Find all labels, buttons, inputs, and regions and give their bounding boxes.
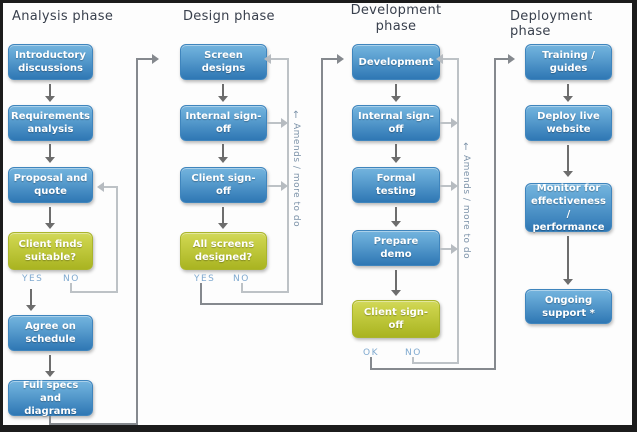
flow-arrow-down-icon xyxy=(391,144,401,163)
phase-title-design: Design phase xyxy=(183,9,275,24)
connector-no-loop xyxy=(104,186,117,188)
connector-amends-loop-dev xyxy=(443,58,457,60)
step-deploy-live-website: Deploy live website xyxy=(525,105,612,141)
arrowhead-left-icon xyxy=(97,182,104,192)
connector-demo-to-amends xyxy=(440,248,451,250)
branch-label-yes-analysis: YES xyxy=(22,274,44,284)
arrowhead-right-icon xyxy=(451,118,458,128)
arrowhead-right-icon xyxy=(508,54,515,64)
flow-arrow-down-icon xyxy=(563,236,573,285)
phase-title-analysis: Analysis phase xyxy=(12,9,114,24)
step-full-specs-and-diagrams: Full specs and diagrams xyxy=(8,380,93,417)
branch-label-no-design: NO xyxy=(233,274,250,284)
arrowhead-right-icon xyxy=(337,54,344,64)
step-agree-on-schedule: Agree on schedule xyxy=(8,315,93,351)
connector-no-loop xyxy=(116,186,118,293)
connector-development-to-deployment xyxy=(370,357,372,370)
flow-arrow-down-icon xyxy=(391,84,401,102)
connector-no-loop xyxy=(70,291,118,293)
arrowhead-right-icon xyxy=(281,118,288,128)
step-requirements-analysis: Requirements analysis xyxy=(8,105,93,141)
connector-no-loop xyxy=(412,362,459,364)
connector-analysis-to-design xyxy=(49,423,138,425)
flow-arrow-down-icon xyxy=(218,207,228,229)
flow-arrow-down-icon xyxy=(45,355,55,377)
step-training-guides: Training / guides xyxy=(525,44,612,80)
up-arrow-icon: ↑ xyxy=(461,142,471,153)
flow-arrow-down-icon xyxy=(563,84,573,102)
branch-label-ok-development: OK xyxy=(363,348,379,358)
step-formal-testing: Formal testing xyxy=(352,167,440,203)
connector-no-loop xyxy=(241,291,289,293)
flow-arrow-down-icon xyxy=(45,144,55,163)
loop-label-development: ↑ Amends / more to do xyxy=(461,142,471,260)
connector-design-to-development xyxy=(200,283,202,305)
arrowhead-right-icon xyxy=(451,181,458,191)
step-internal-sign-off-dev: Internal sign-off xyxy=(352,105,440,141)
decision-client-finds-suitable: Client finds suitable? xyxy=(8,232,93,270)
step-development: Development xyxy=(352,44,440,80)
flow-arrow-down-icon xyxy=(218,144,228,163)
connector-amends-loop-design xyxy=(287,58,289,293)
connector-development-to-deployment xyxy=(494,58,508,60)
connector-signoff-to-amends xyxy=(440,122,451,124)
step-screen-designs: Screen designs xyxy=(180,44,267,80)
connector-no-loop xyxy=(70,283,72,293)
branch-label-yes-design: YES xyxy=(194,274,216,284)
connector-design-to-development xyxy=(200,303,323,305)
loop-label-design: ↑ Amends / more to do xyxy=(291,110,301,228)
connector-signoff-to-amends xyxy=(267,185,281,187)
connector-amends-loop-design xyxy=(271,58,287,60)
arrowhead-right-icon xyxy=(281,181,288,191)
connector-analysis-to-design xyxy=(49,416,51,425)
arrowhead-right-icon xyxy=(451,244,458,254)
step-monitor-effectiveness: Monitor for effectiveness / performance xyxy=(525,183,612,233)
step-client-sign-off-design: Client sign-off xyxy=(180,167,267,203)
connector-no-loop xyxy=(412,357,414,364)
branch-label-no-analysis: NO xyxy=(63,274,80,284)
connector-no-loop xyxy=(241,283,243,293)
decision-client-sign-off-dev: Client sign-off xyxy=(352,300,440,338)
arrowhead-right-icon xyxy=(152,54,159,64)
connector-signoff-to-amends xyxy=(267,122,281,124)
phase-title-deployment: Deployment phase xyxy=(510,9,593,39)
flow-arrow-down-icon xyxy=(218,84,228,102)
arrowhead-left-icon xyxy=(264,54,271,64)
flow-arrow-down-yes-icon xyxy=(26,289,36,311)
connector-amends-loop-dev xyxy=(457,58,459,364)
connector-analysis-to-design xyxy=(136,58,138,425)
connector-development-to-deployment xyxy=(494,58,496,370)
step-prepare-demo: Prepare demo xyxy=(352,230,440,266)
step-ongoing-support: Ongoing support * xyxy=(525,289,612,324)
decision-all-screens-designed: All screens designed? xyxy=(180,232,267,270)
flow-arrow-down-icon xyxy=(391,207,401,227)
flow-arrow-down-icon xyxy=(45,207,55,229)
flow-arrow-down-icon xyxy=(45,84,55,102)
step-introductory-discussions: Introductory discussions xyxy=(8,44,93,80)
connector-design-to-development xyxy=(321,58,337,60)
connector-development-to-deployment xyxy=(370,368,496,370)
arrowhead-left-icon xyxy=(436,54,443,64)
step-proposal-and-quote: Proposal and quote xyxy=(8,167,93,203)
flow-arrow-down-icon xyxy=(391,270,401,296)
phase-title-development: Development phase xyxy=(350,3,442,34)
connector-analysis-to-design xyxy=(136,58,152,60)
connector-design-to-development xyxy=(321,58,323,305)
branch-label-no-development: NO xyxy=(405,348,422,358)
up-arrow-icon: ↑ xyxy=(291,110,301,121)
step-internal-sign-off-design: Internal sign-off xyxy=(180,105,267,141)
connector-testing-to-amends xyxy=(440,185,451,187)
flow-arrow-down-icon xyxy=(563,145,573,177)
